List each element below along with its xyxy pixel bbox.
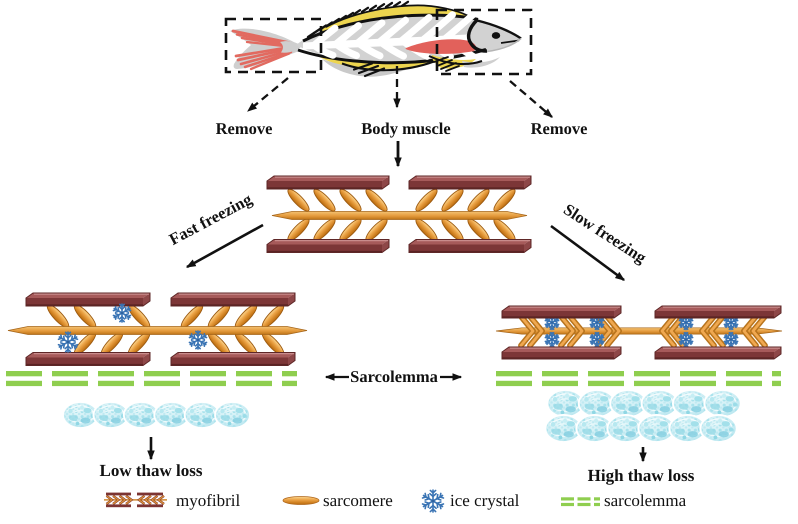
svg-text:sarcomere: sarcomere <box>323 491 393 510</box>
svg-text:High thaw loss: High thaw loss <box>588 466 695 485</box>
svg-text:Remove: Remove <box>216 119 273 138</box>
svg-text:myofibril: myofibril <box>176 491 240 510</box>
svg-text:ice crystal: ice crystal <box>450 491 520 510</box>
svg-text:Remove: Remove <box>531 119 588 138</box>
svg-text:sarcolemma: sarcolemma <box>604 491 687 510</box>
svg-text:Sarcolemma: Sarcolemma <box>350 367 438 386</box>
svg-text:Low thaw loss: Low thaw loss <box>100 461 203 480</box>
svg-text:Body muscle: Body muscle <box>361 119 450 138</box>
